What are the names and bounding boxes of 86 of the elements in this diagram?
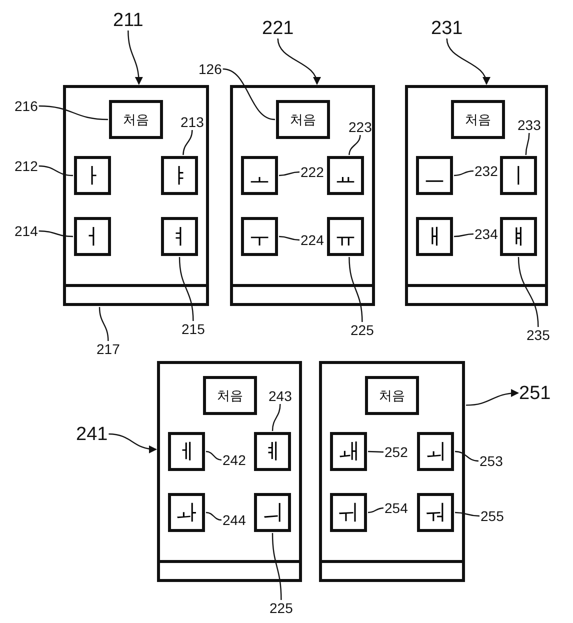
reference-numeral: 254 [384,501,408,515]
leader-line [348,134,361,156]
start-button: 처음 [451,100,505,139]
reference-numeral: 223 [348,120,372,134]
key-button: ㅒ [500,217,537,256]
key-button: ㅏ [74,156,111,195]
key-button: ㅓ [74,217,111,256]
reference-numeral: 211 [113,10,144,30]
reference-numeral: 213 [180,115,204,129]
leader-line [206,512,222,521]
key-button: ㅝ [417,493,454,532]
leader-line [368,507,384,514]
reference-numeral: 215 [182,322,205,336]
leader-line [178,256,194,322]
leader-line [454,512,480,517]
leader-line [278,236,300,241]
reference-numeral: 224 [300,233,324,247]
key-button: ㅐ [416,217,453,256]
reference-numeral: 244 [222,513,246,527]
leader-line [525,132,530,156]
phone-screen [230,85,375,306]
reference-numeral: 231 [431,18,463,38]
start-button: 처음 [109,100,163,139]
leader-line [454,170,474,176]
phone-screen [63,85,209,306]
reference-numeral: 217 [96,342,120,356]
arrow [277,38,320,85]
key-button: ㅙ [330,432,367,471]
reference-numeral: 221 [262,18,294,38]
reference-numeral: 214 [14,224,38,238]
phone-screen [157,361,302,582]
arrow [466,389,519,406]
reference-numeral: 225 [270,601,293,615]
leader-line [38,105,108,120]
reference-numeral: 222 [300,165,324,179]
start-button: 처음 [365,376,419,415]
reference-numeral: 241 [76,424,108,444]
leader-line [38,230,74,238]
leader-line [272,404,281,432]
leader-line [368,450,384,453]
phone-screen [405,85,548,306]
leader-line [454,233,474,238]
key-button: ㅕ [161,217,198,256]
arrow [108,433,157,453]
reference-numeral: 255 [480,509,504,523]
reference-numeral: 242 [222,453,246,467]
leader-line [182,130,193,156]
leader-line [222,68,276,120]
reference-numeral: 212 [14,159,38,173]
key-button: ㅟ [330,493,367,532]
key-button: ㅜ [241,217,278,256]
leader-line [38,165,74,176]
arrow [128,30,143,85]
reference-numeral: 216 [14,99,38,113]
reference-numeral: 251 [519,384,551,402]
reference-numeral: 126 [198,62,222,76]
key-button: ㅖ [254,432,291,471]
key-button: ㅡ [416,156,453,195]
key-button: ㅣ [500,156,537,195]
leader-line [272,532,282,600]
key-button: ㅛ [327,156,364,195]
key-button: ㅔ [168,432,205,471]
arrow [446,38,490,85]
key-button: ㅑ [161,156,198,195]
reference-numeral: 243 [268,389,292,403]
reference-numeral: 234 [474,227,498,241]
key-button: ㅢ [254,493,291,532]
key-button: ㅠ [327,217,364,256]
leader-line [348,256,363,322]
leader-line [454,450,479,462]
leader-line [518,256,539,328]
key-button: ㅘ [168,493,205,532]
reference-numeral: 253 [480,454,503,468]
key-button: ㅗ [241,156,278,195]
start-button: 처음 [203,376,257,415]
leader-line [278,171,300,176]
phone-screen [319,361,465,582]
start-button: 처음 [276,100,330,139]
reference-numeral: 233 [518,118,541,132]
reference-numeral: 252 [384,445,408,459]
leader-line [206,450,222,461]
leader-line [98,306,109,342]
reference-numeral: 235 [526,328,550,342]
reference-numeral: 225 [350,323,374,337]
key-button: ㅚ [417,432,454,471]
reference-numeral: 232 [474,164,498,178]
